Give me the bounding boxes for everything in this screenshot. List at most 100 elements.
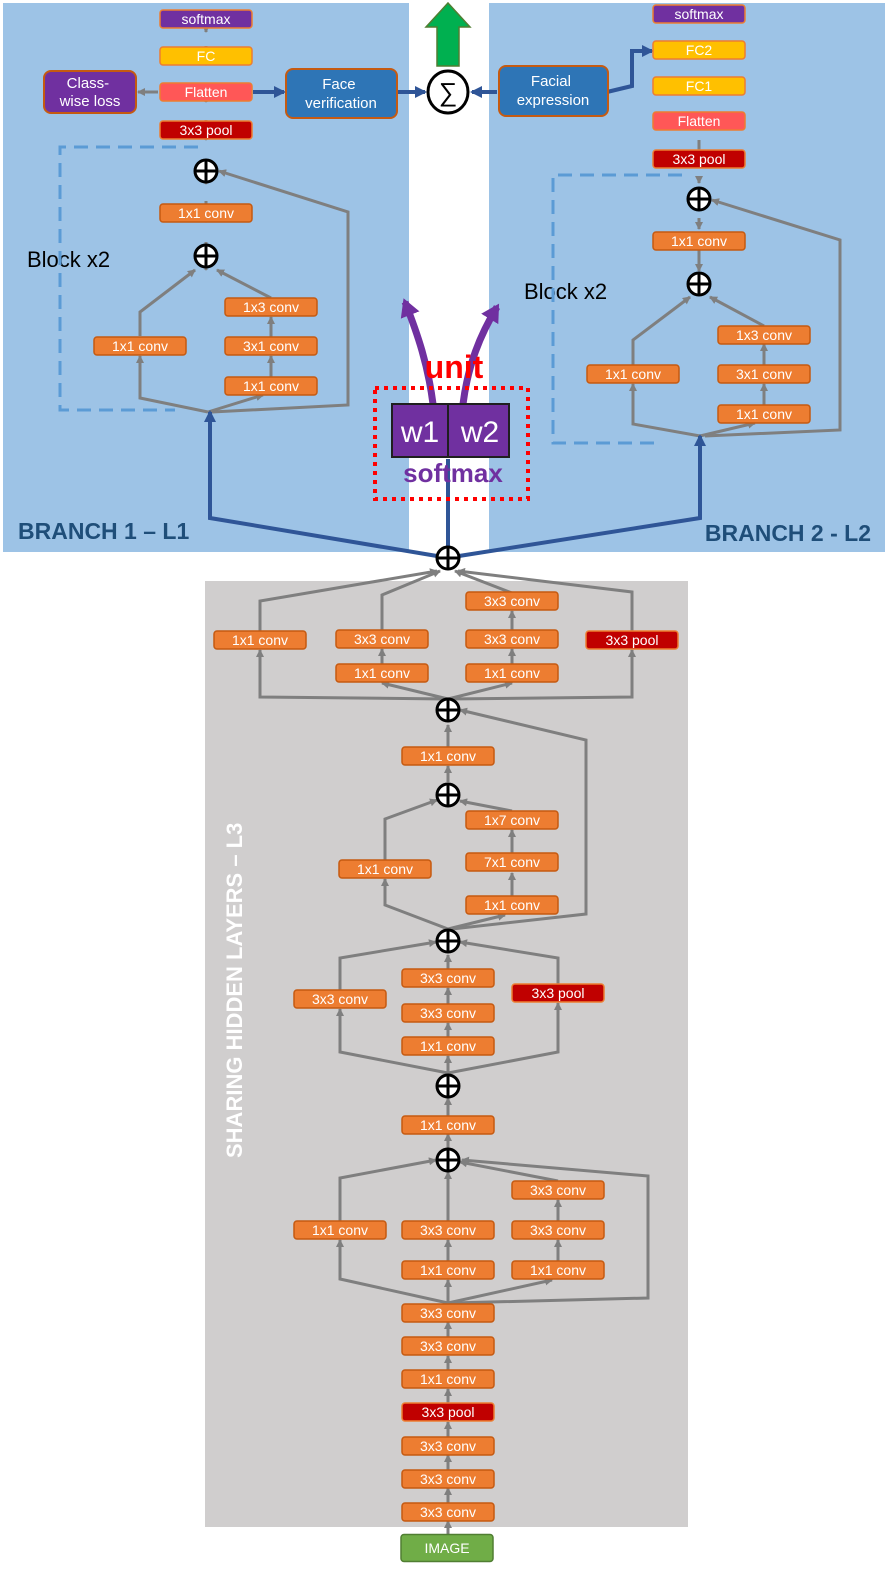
incA-conv-3x3-b: 3x3 conv [465,591,559,611]
plus-circle-icon [435,1147,461,1173]
incC-conv-left: 3x3 conv [293,989,387,1009]
branch1-title: BRANCH 1 – L1 [18,518,189,544]
sum-icon-symbol: ∑ [439,77,458,107]
incB-conv-1x1: 1x1 conv [465,895,559,915]
weight-w2-label: w2 [460,416,499,449]
unit-dotted-frame [373,386,530,501]
svg-text:Class- wise loss: Class- wise loss [59,75,121,110]
incC-conv-left-label: 3x3 conv [312,991,368,1007]
incE-conv-1x1-b: 1x1 conv [511,1260,605,1280]
stem-conv-6: 3x3 conv [401,1502,495,1522]
branch2-conv-top-label: 1x1 conv [671,233,727,249]
class-wise-loss-label-2: wise loss [59,93,121,110]
branch1-conv-1x3-label: 1x3 conv [243,299,299,315]
incA-conv-1x1-a: 1x1 conv [335,663,429,683]
stem-conv-5: 3x3 conv [401,1469,495,1489]
branch1-conv-1x3: 1x3 conv [224,297,318,317]
branch1-conv-top-label: 1x1 conv [178,205,234,221]
plus-circle-icon [686,271,712,297]
incA-conv-3x3-c-label: 3x3 conv [484,631,540,647]
stem-conv-2-label: 3x3 conv [420,1338,476,1354]
plus-circle-icon [435,697,461,723]
branch1-conv-1x1: 1x1 conv [224,376,318,396]
branch2-conv-1x1-label: 1x1 conv [736,406,792,422]
branch1-fc-label: FC [197,48,216,64]
stem-pool-label: 3x3 pool [422,1404,475,1420]
incE-conv-3x3-a: 3x3 conv [401,1220,495,1240]
branch1-softmax: softmax [159,9,253,29]
stem-conv-5-label: 3x3 conv [420,1471,476,1487]
branch2-conv-top: 1x1 conv [652,231,746,251]
facial-expression-box: Facial expression [498,65,609,117]
stem-conv-4: 3x3 conv [401,1436,495,1456]
incC-pool-label: 3x3 pool [532,985,585,1001]
branch1-fc: FC [159,46,253,66]
sum-icon: ∑ [426,69,470,115]
incB-conv-1x7-label: 1x7 conv [484,812,540,828]
incC-conv-3x3-a-label: 3x3 conv [420,970,476,986]
svg-text:Facial expression: Facial expression [517,73,590,109]
sum-nodes [193,158,712,1173]
incA-conv-1x1-b: 1x1 conv [465,663,559,683]
branch2-conv-left-label: 1x1 conv [605,366,661,382]
branch1-softmax-label: softmax [181,11,230,27]
stem-conv-6-label: 3x3 conv [420,1504,476,1520]
incA-pool: 3x3 pool [585,630,679,650]
plus-circle-icon [435,545,461,571]
branch2-softmax-label: softmax [674,6,723,22]
face-verification-box: Face verification [285,68,398,119]
face-verification-label: Face [322,76,355,93]
facial-expression-label-2: expression [517,92,590,109]
plus-circle-icon [435,782,461,808]
plus-circle-icon [193,158,219,184]
incB-conv-1x1-label: 1x1 conv [484,897,540,913]
incD-conv-label: 1x1 conv [420,1117,476,1133]
branch1-conv-left-label: 1x1 conv [112,338,168,354]
branch2-fc1: FC1 [652,76,746,96]
incC-conv-3x3-a: 3x3 conv [401,968,495,988]
branch2-fc2: FC2 [652,40,746,60]
unit-label: unit [425,349,484,385]
plus-circle-icon [193,243,219,269]
face-verification-label-2: verification [305,95,377,112]
branch1-flatten: Flatten [159,82,253,102]
incD-conv: 1x1 conv [401,1115,495,1135]
branch2-pool-label: 3x3 pool [673,151,726,167]
unit-softmax-label: softmax [403,458,503,488]
incE-conv-1x1-a: 1x1 conv [401,1260,495,1280]
stem-conv-1: 3x3 conv [401,1303,495,1323]
incB-conv-left-label: 1x1 conv [357,861,413,877]
branch2-softmax: softmax [652,4,746,24]
incA-conv-3x3-b-label: 3x3 conv [484,593,540,609]
up-arrow-icon [424,1,472,67]
branch2-conv-1x3-label: 1x3 conv [736,327,792,343]
branch2-conv-left: 1x1 conv [586,364,680,384]
branch1-conv-1x1-label: 1x1 conv [243,378,299,394]
incA-conv-1x1-a-label: 1x1 conv [354,665,410,681]
stem-conv-1-label: 3x3 conv [420,1305,476,1321]
branch1-conv-3x1: 3x1 conv [224,336,318,356]
incE-conv-1x1-b-label: 1x1 conv [530,1262,586,1278]
unit-output-arrows [400,298,500,405]
incA-conv-1x1-b-label: 1x1 conv [484,665,540,681]
incA-conv-left-label: 1x1 conv [232,632,288,648]
incC-pool: 3x3 pool [511,983,605,1003]
branch2-title: BRANCH 2 - L2 [705,520,871,546]
incC-conv-1x1: 1x1 conv [401,1036,495,1056]
incE-conv-3x3-c-label: 3x3 conv [530,1222,586,1238]
incE-conv-left-label: 1x1 conv [312,1222,368,1238]
incB-conv-left: 1x1 conv [338,859,432,879]
incB-conv-7x1-label: 7x1 conv [484,854,540,870]
branch2-block-label: Block x2 [524,279,607,304]
incC-conv-3x3-b: 3x3 conv [401,1003,495,1023]
shared-layers-title: SHARING HIDDEN LAYERS – L3 [222,823,247,1158]
weight-w1: w1 [391,403,449,458]
branch2-flatten-label: Flatten [678,113,721,129]
plus-circle-icon [435,1073,461,1099]
incE-conv-3x3-b: 3x3 conv [511,1180,605,1200]
branch2-fc1-label: FC1 [686,78,713,94]
weight-w2: w2 [447,403,510,458]
stem-conv-4-label: 3x3 conv [420,1438,476,1454]
